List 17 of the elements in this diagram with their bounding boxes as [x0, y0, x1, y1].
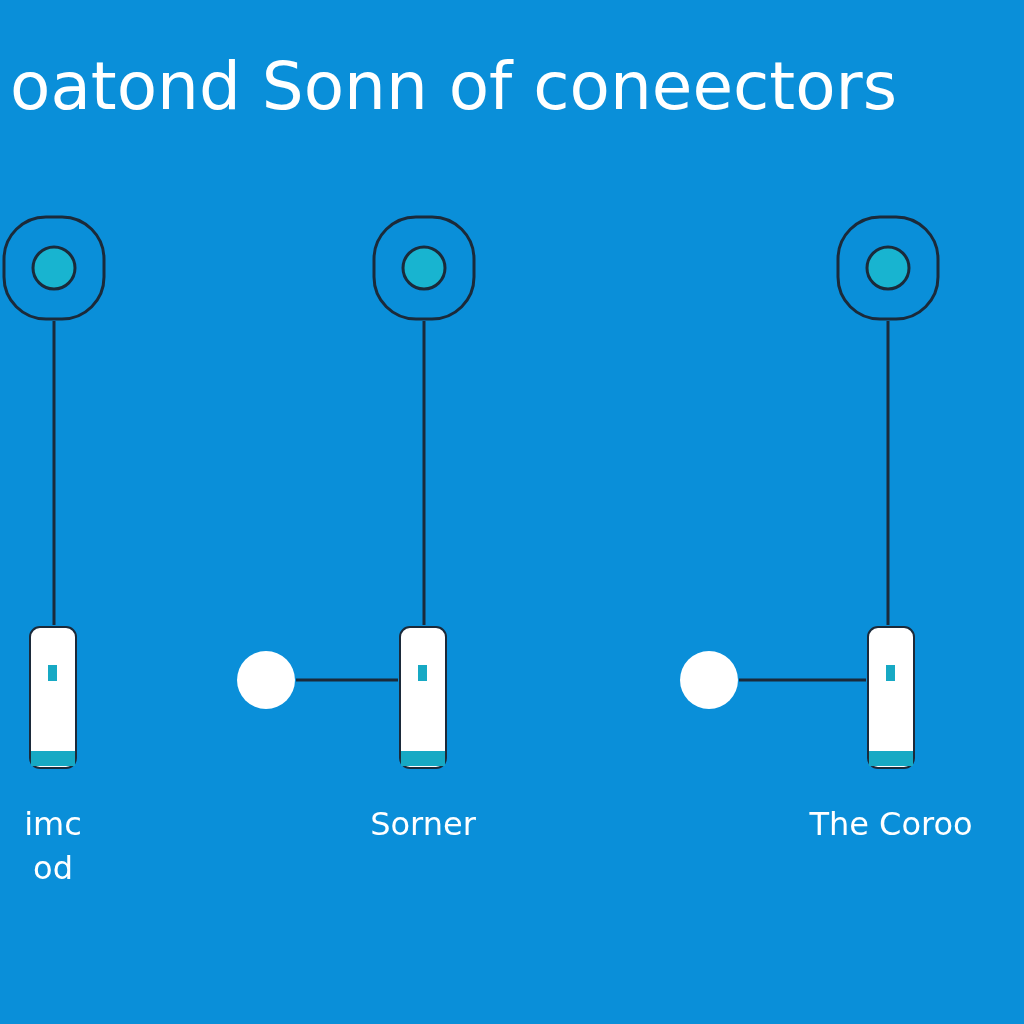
ring-icon — [2, 215, 106, 321]
device-label: imc od — [23, 804, 83, 889]
ring-icon — [836, 215, 940, 321]
device-label: Sorner — [369, 804, 477, 845]
device-icon — [28, 625, 78, 770]
device-icon — [866, 625, 916, 770]
circle-icon — [679, 650, 739, 710]
ring-icon — [372, 215, 476, 321]
cable-line — [296, 678, 398, 682]
device-label: The Coroo — [808, 804, 974, 845]
cable-line — [886, 321, 890, 625]
cable-line — [422, 321, 426, 625]
device-icon — [398, 625, 448, 770]
circle-icon — [236, 650, 296, 710]
title: oatond Sonn of coneectors — [10, 48, 898, 125]
cable-line — [52, 321, 56, 625]
cable-line — [739, 678, 866, 682]
